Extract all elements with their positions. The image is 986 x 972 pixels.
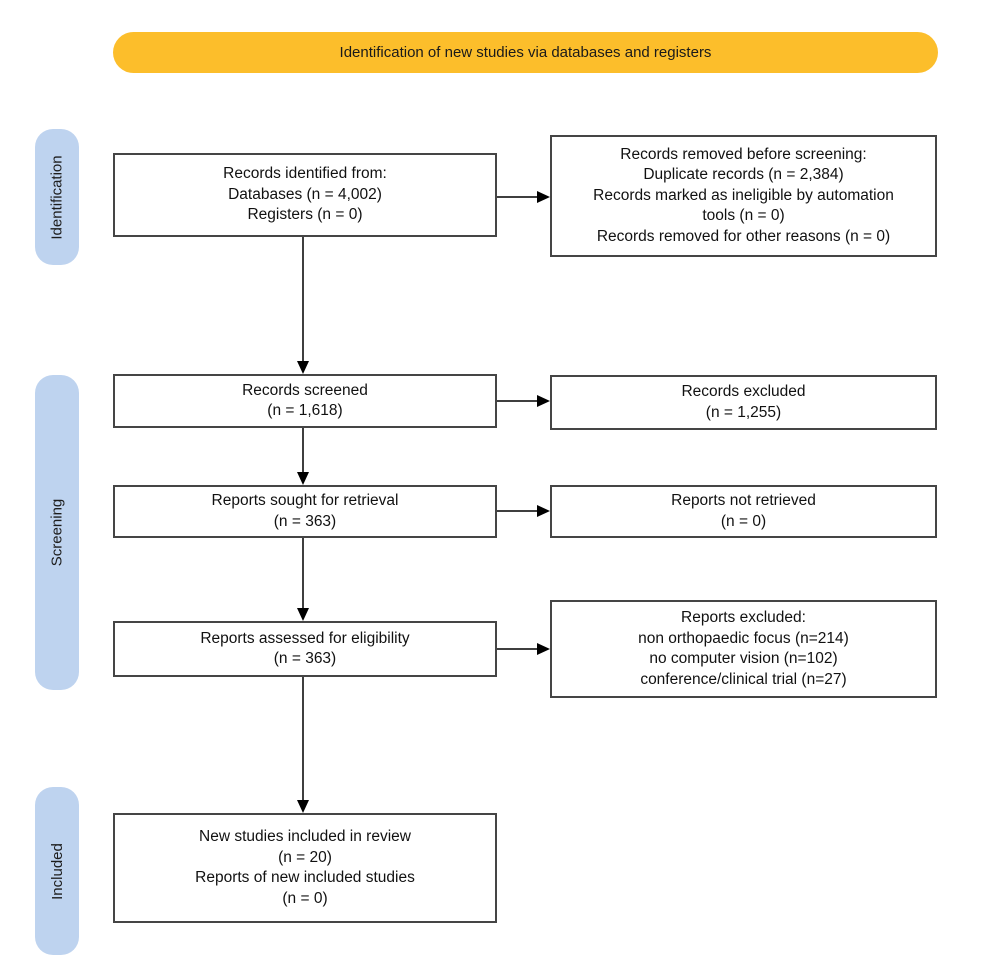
stage-identification: Identification — [35, 129, 79, 265]
box-records-removed: Records removed before screening: Duplic… — [550, 135, 937, 257]
arrowhead-down-icon — [297, 472, 309, 485]
stage-screening: Screening — [35, 375, 79, 690]
arrow-screened-to-sought — [297, 428, 309, 485]
arrow-line — [497, 400, 538, 402]
arrow-sought-to-not-retrieved — [497, 505, 550, 517]
arrow-line — [497, 648, 538, 650]
stage-included: Included — [35, 787, 79, 955]
arrowhead-right-icon — [537, 505, 550, 517]
arrow-line — [497, 510, 538, 512]
arrowhead-right-icon — [537, 395, 550, 407]
arrow-identified-to-screened — [297, 237, 309, 374]
box-reports-excluded: Reports excluded: non orthopaedic focus … — [550, 600, 937, 698]
arrow-line — [302, 677, 304, 801]
box-reports-sought: Reports sought for retrieval (n = 363) — [113, 485, 497, 538]
banner-label: Identification of new studies via databa… — [339, 44, 712, 61]
arrow-assessed-to-reports-excluded — [497, 643, 550, 655]
arrowhead-right-icon — [537, 643, 550, 655]
arrow-identified-to-removed — [497, 191, 550, 203]
stage-screening-label: Screening — [48, 498, 66, 567]
arrow-assessed-to-included — [297, 677, 309, 813]
arrow-screened-to-excluded — [497, 395, 550, 407]
box-records-screened: Records screened (n = 1,618) — [113, 374, 497, 428]
banner: Identification of new studies via databa… — [113, 32, 938, 73]
stage-identification-label: Identification — [48, 154, 66, 240]
arrowhead-down-icon — [297, 608, 309, 621]
box-reports-assessed: Reports assessed for eligibility (n = 36… — [113, 621, 497, 677]
arrowhead-down-icon — [297, 800, 309, 813]
arrow-line — [302, 538, 304, 609]
box-records-excluded: Records excluded (n = 1,255) — [550, 375, 937, 430]
arrow-line — [302, 237, 304, 362]
box-new-studies-included: New studies included in review (n = 20) … — [113, 813, 497, 923]
stage-included-label: Included — [48, 842, 66, 900]
arrow-sought-to-assessed — [297, 538, 309, 621]
arrow-line — [497, 196, 538, 198]
box-records-identified: Records identified from: Databases (n = … — [113, 153, 497, 237]
arrowhead-down-icon — [297, 361, 309, 374]
arrow-line — [302, 428, 304, 473]
box-reports-not-retrieved: Reports not retrieved (n = 0) — [550, 485, 937, 538]
arrowhead-right-icon — [537, 191, 550, 203]
